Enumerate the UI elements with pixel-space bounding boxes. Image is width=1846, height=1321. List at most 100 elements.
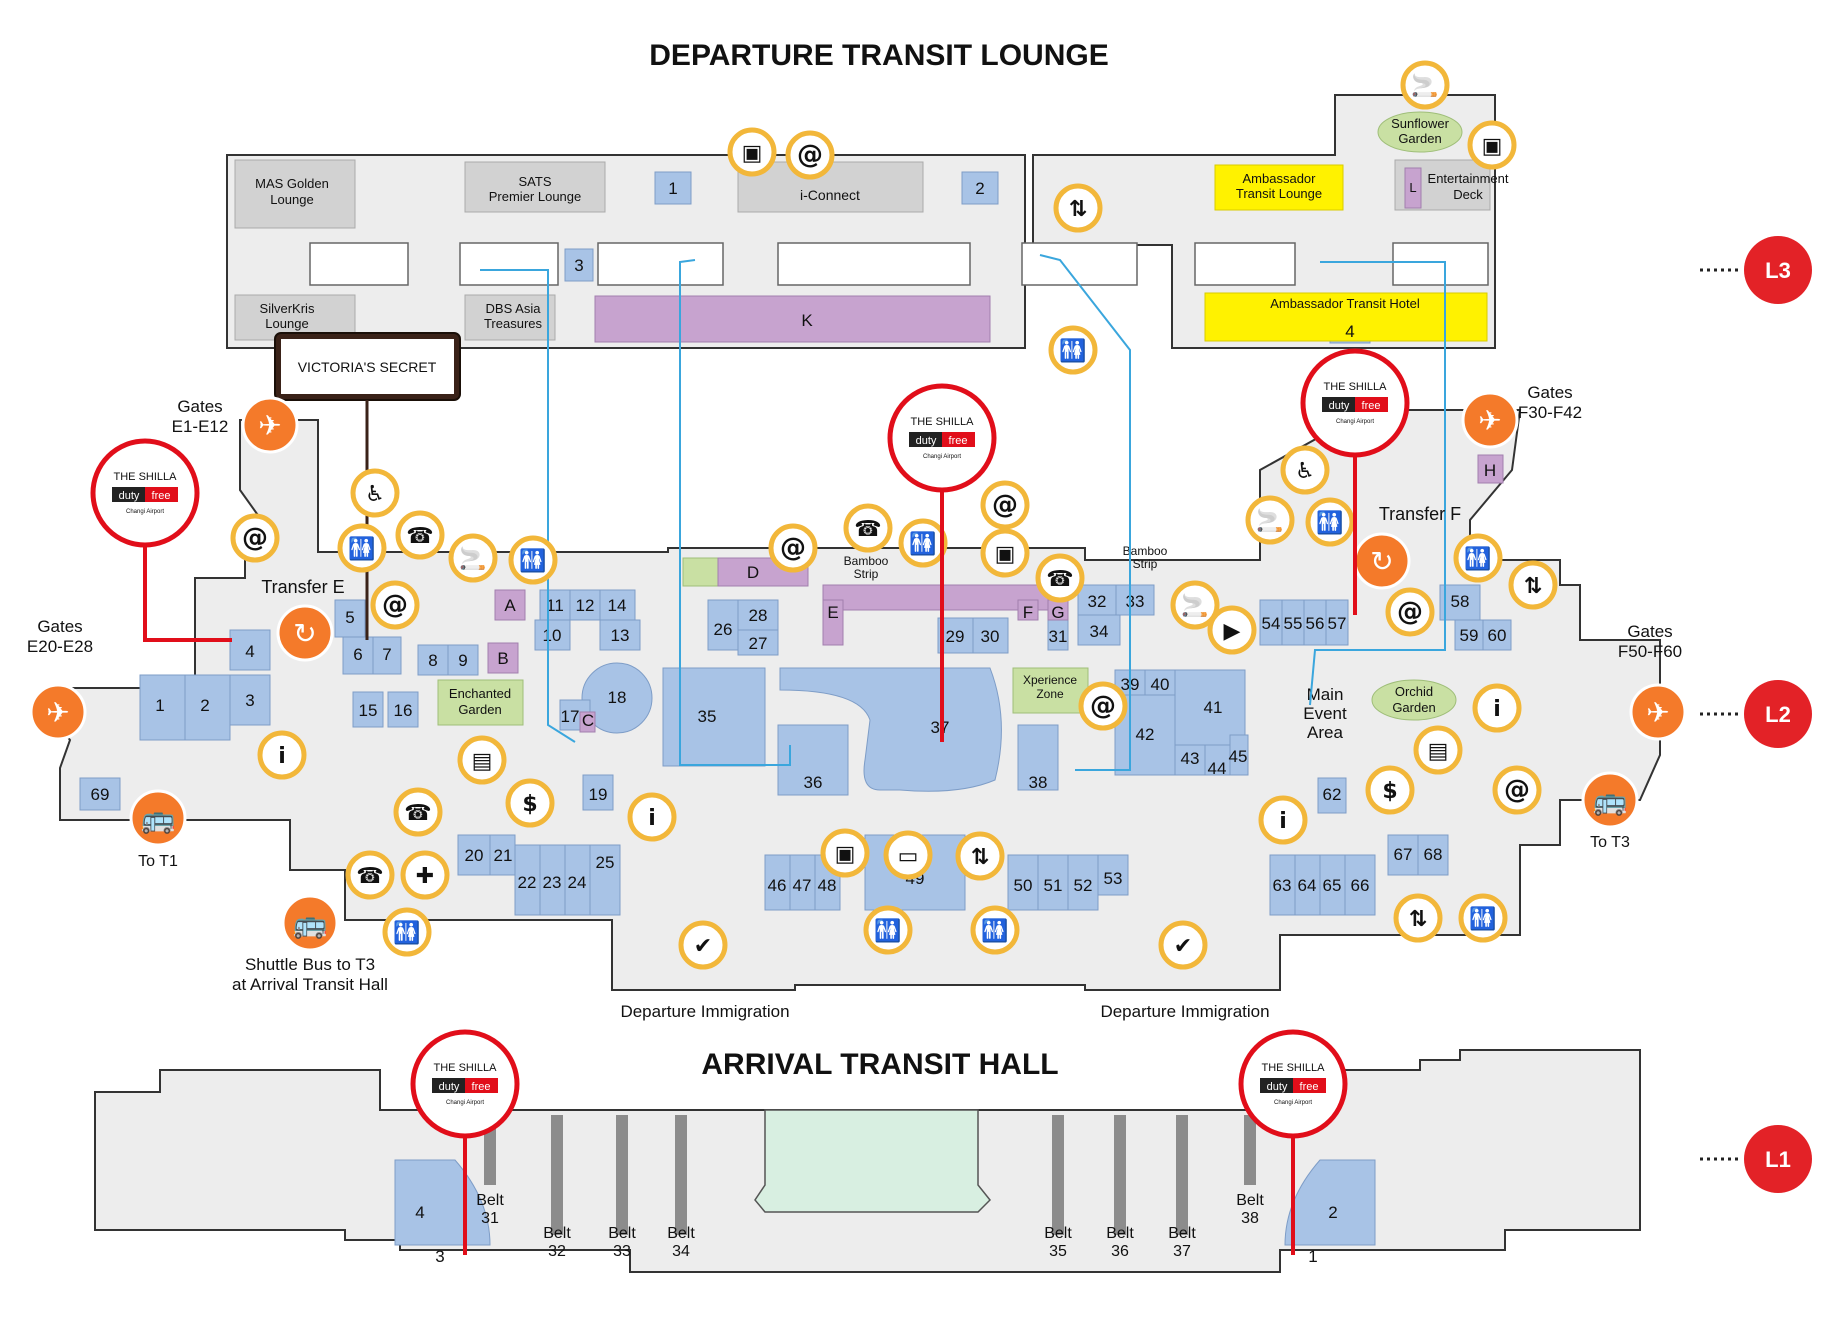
smoking-icon[interactable]: 🚬 <box>1400 60 1450 110</box>
unit-10[interactable] <box>534 619 571 651</box>
unit-47[interactable] <box>789 854 816 911</box>
unit-11[interactable] <box>539 589 571 621</box>
check-in-icon[interactable]: ▣ <box>980 528 1030 578</box>
check-in-icon[interactable]: ▣ <box>1467 120 1517 170</box>
unit-60[interactable] <box>1482 619 1512 651</box>
unit-67[interactable] <box>1387 834 1419 876</box>
immigration-icon[interactable]: ✔ <box>1158 920 1208 970</box>
immigration-icon[interactable]: ✔ <box>678 920 728 970</box>
unit-57[interactable] <box>1325 599 1349 646</box>
bus-icon[interactable]: 🚌 <box>1581 771 1639 829</box>
smoking-icon[interactable]: 🚬 <box>448 533 498 583</box>
internet-icon[interactable]: @ <box>980 480 1030 530</box>
l3-unit-2[interactable] <box>961 171 999 205</box>
l3-unit-1[interactable] <box>654 171 692 205</box>
zone-c[interactable] <box>579 711 596 733</box>
lift-icon[interactable]: ⇅ <box>1508 560 1558 610</box>
unit-30[interactable] <box>972 617 1009 654</box>
transfer-icon[interactable]: ↻ <box>1353 532 1411 590</box>
unit-33[interactable] <box>1115 584 1155 616</box>
zone-a[interactable] <box>494 589 526 621</box>
luggage-icon[interactable]: ▭ <box>883 830 933 880</box>
unit-22[interactable] <box>514 844 541 916</box>
restroom-icon[interactable]: 🚻 <box>508 535 558 585</box>
unit-44[interactable] <box>1204 744 1231 776</box>
unit-34[interactable] <box>1077 614 1121 646</box>
unit-13[interactable] <box>599 619 641 651</box>
unit-37[interactable] <box>779 667 1002 792</box>
baby-care-icon[interactable]: ♿ <box>1280 445 1330 495</box>
first-aid-icon[interactable]: ✚ <box>400 850 450 900</box>
telephone-icon[interactable]: ☎ <box>843 503 893 553</box>
unit-19[interactable] <box>582 774 614 811</box>
unit-59[interactable] <box>1454 619 1484 651</box>
dbs-asia-treasures[interactable] <box>464 294 556 341</box>
zone-l[interactable] <box>1404 167 1422 209</box>
unit-63[interactable] <box>1269 854 1296 916</box>
mas-golden-lounge[interactable] <box>234 159 356 229</box>
unit-1[interactable] <box>139 674 186 741</box>
lift-icon[interactable]: ⇅ <box>1393 893 1443 943</box>
zone-b[interactable] <box>487 642 519 674</box>
restroom-icon[interactable]: 🚻 <box>898 518 948 568</box>
restroom-icon[interactable]: 🚻 <box>863 905 913 955</box>
restroom-icon[interactable]: 🚻 <box>970 905 1020 955</box>
atm-icon[interactable]: ▤ <box>457 735 507 785</box>
unit-23[interactable] <box>539 844 566 916</box>
zone-k[interactable] <box>594 295 991 343</box>
internet-icon[interactable]: @ <box>785 130 835 180</box>
information-icon[interactable]: i <box>627 792 677 842</box>
information-icon[interactable]: i <box>257 730 307 780</box>
internet-icon[interactable]: @ <box>370 580 420 630</box>
unit-58[interactable] <box>1439 584 1481 621</box>
unit-40[interactable] <box>1144 669 1176 696</box>
bus-icon[interactable]: 🚌 <box>281 894 339 952</box>
level-marker-l1[interactable]: L1 <box>1700 1125 1812 1193</box>
unit-18[interactable] <box>581 662 653 734</box>
unit-8[interactable] <box>417 644 449 676</box>
lift-icon[interactable]: ⇅ <box>955 831 1005 881</box>
unit-38[interactable] <box>1017 724 1059 791</box>
atm-icon[interactable]: ▤ <box>1413 725 1463 775</box>
unit-43[interactable] <box>1174 744 1206 776</box>
telephone-icon[interactable]: ☎ <box>345 850 395 900</box>
unit-15[interactable] <box>352 691 384 728</box>
baby-care-icon[interactable]: ♿ <box>350 468 400 518</box>
restroom-icon[interactable]: 🚻 <box>1458 893 1508 943</box>
information-icon[interactable]: i <box>1258 795 1308 845</box>
internet-icon[interactable]: @ <box>1385 587 1435 637</box>
internet-icon[interactable]: @ <box>230 513 280 563</box>
unit-7[interactable] <box>372 636 402 675</box>
plane-icon[interactable]: ✈ <box>241 396 299 454</box>
money-exchange-icon[interactable]: $ <box>1365 765 1415 815</box>
unit-64[interactable] <box>1294 854 1321 916</box>
victorias-secret-marker[interactable]: VICTORIA'S SECRET <box>274 332 461 640</box>
unit-3[interactable] <box>229 674 271 726</box>
unit-36[interactable] <box>777 724 849 796</box>
restroom-icon[interactable]: 🚻 <box>337 523 387 573</box>
unit-65[interactable] <box>1319 854 1346 916</box>
unit-20[interactable] <box>457 834 491 876</box>
transfer-icon[interactable]: ↻ <box>276 604 334 662</box>
zone-e[interactable] <box>822 599 844 646</box>
plane-icon[interactable]: ✈ <box>1629 683 1687 741</box>
unit-9[interactable] <box>447 644 479 676</box>
unit-68[interactable] <box>1417 834 1449 876</box>
unit-45[interactable] <box>1229 734 1249 776</box>
internet-icon[interactable]: @ <box>1492 765 1542 815</box>
restroom-icon[interactable]: 🚻 <box>1048 325 1098 375</box>
information-icon[interactable]: i <box>1472 683 1522 733</box>
internet-icon[interactable]: @ <box>768 523 818 573</box>
orchid-garden[interactable] <box>1371 679 1457 721</box>
unit-66[interactable] <box>1344 854 1376 916</box>
check-in-icon[interactable]: ▣ <box>820 828 870 878</box>
unit-27[interactable] <box>737 629 779 656</box>
plane-icon[interactable]: ✈ <box>29 683 87 741</box>
unit-2[interactable] <box>184 674 231 741</box>
telephone-icon[interactable]: ☎ <box>395 510 445 560</box>
zone-e-strip[interactable] <box>822 584 1049 611</box>
